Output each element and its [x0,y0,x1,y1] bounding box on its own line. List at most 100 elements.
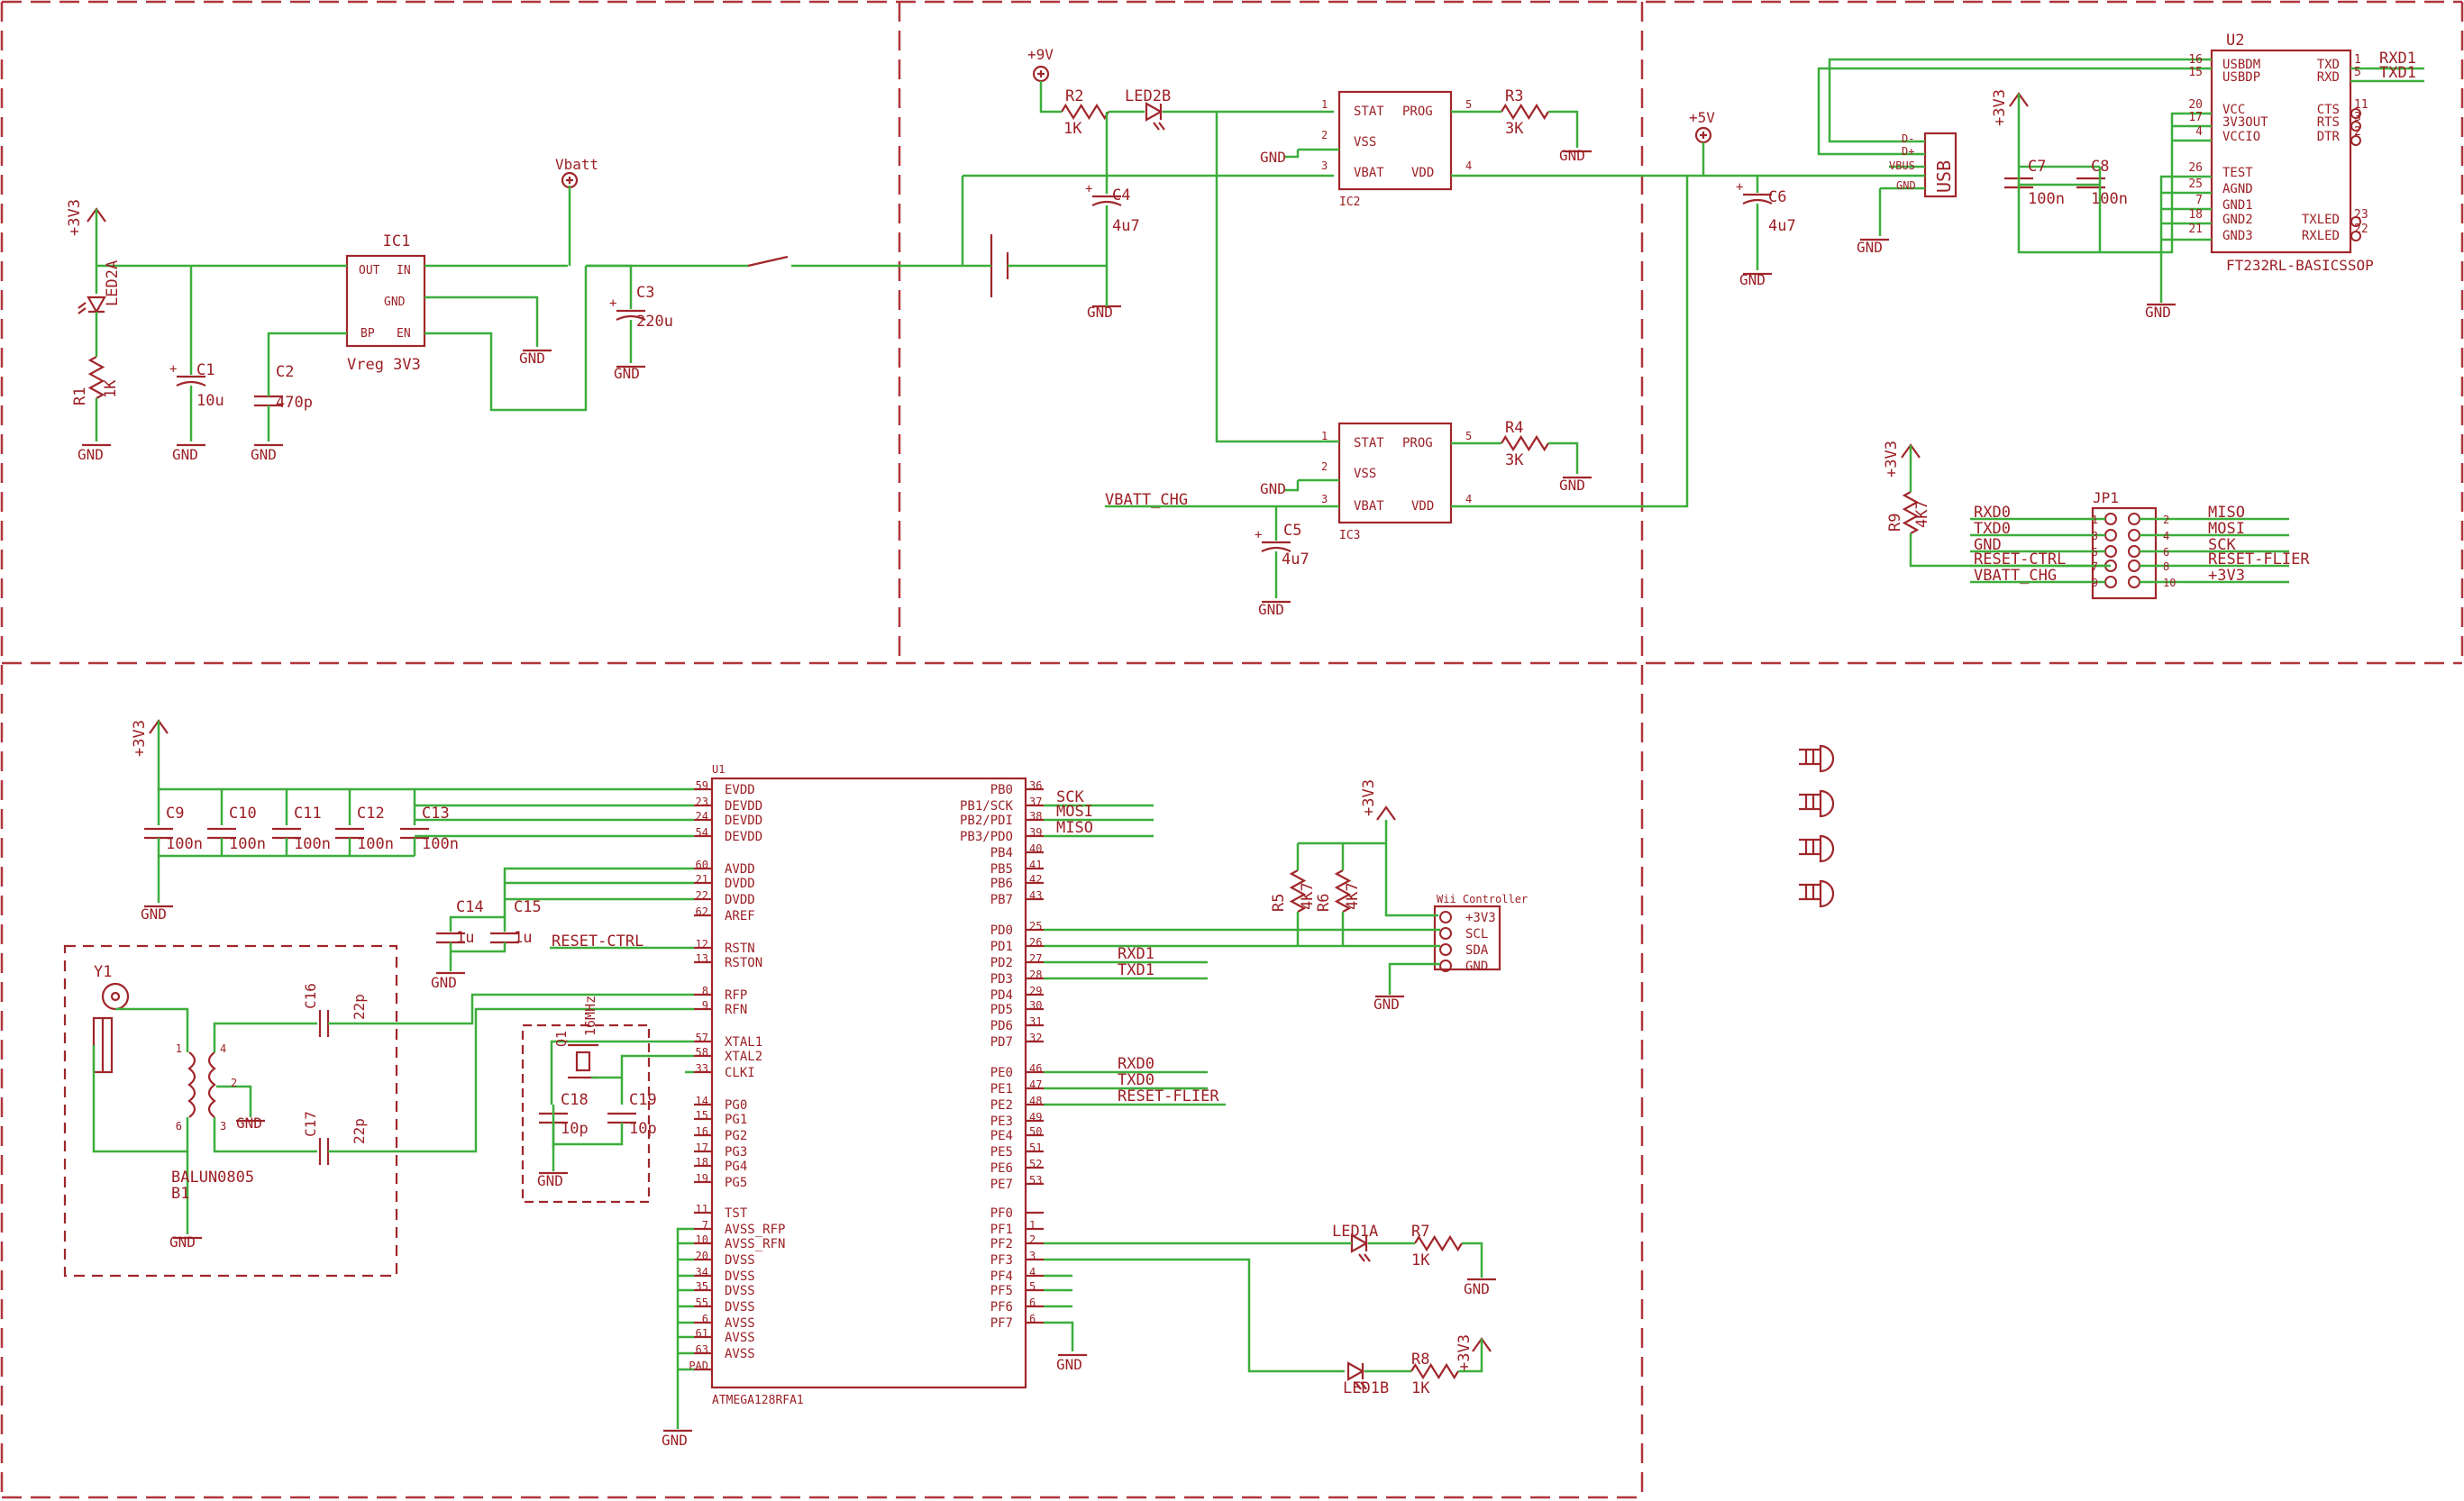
label-jp_p1: 1 [2092,514,2098,526]
wire [1284,150,1300,159]
label-r_pe7: PE7 [990,1178,1013,1192]
label-u2_p4: 4 [2195,125,2203,139]
wire [676,1227,694,1429]
label-g_r4: GND [1559,477,1585,494]
label-l_avss3: AVSS [725,1347,755,1361]
label-b_p1: 1 [176,1042,182,1055]
label-m_6b: 6 [1029,1296,1036,1309]
wire [1388,962,1440,995]
label-wii_3v3: +3V3 [1465,911,1496,925]
wire [424,266,588,412]
label-ic3_p3: 3 [1321,493,1328,505]
label-usb_dm: D- [1902,132,1914,145]
label-m_38: 38 [1029,810,1042,823]
label-u2_val: FT232RL-BASICSSOP [2226,257,2374,274]
label-u2_p23: 23 [2354,208,2368,222]
label-p3v3_r9: +3V3 [1883,441,1901,478]
polarity-mark: + [1085,182,1092,196]
label-m_53: 53 [1029,1174,1042,1187]
label-jp_l2: TXD0 [1974,520,2011,538]
label-g_c2: GND [251,446,277,463]
label-m_36: 36 [1029,779,1042,792]
label-l_avssrfp: AVSS_RFP [725,1223,785,1237]
label-balun: BALUN0805 [171,1169,254,1187]
supply-plus [566,177,573,184]
label-ic1_bp: BP [360,327,375,341]
label-u2_dtr: DTR [2317,130,2341,144]
wire [1044,1258,1345,1373]
label-ic1_in: IN [397,264,411,277]
label-vbatt: Vbatt [555,156,598,173]
label-wii: Wii Controller [1437,893,1528,905]
label-m_52: 52 [1029,1158,1042,1170]
wii-pin [1439,911,1452,923]
polarity-mark: + [169,362,177,377]
label-m_26: 26 [1029,936,1042,949]
no-connect-pin [2350,108,2361,119]
label-rxd0_u1: RXD0 [1118,1055,1154,1073]
label-ic3_p1: 1 [1321,430,1328,442]
usb-label: USB [1933,160,1955,193]
resistor [1334,869,1352,913]
label-r9: R9 [1886,514,1904,532]
label-g_u1: GND [662,1432,688,1449]
label-r_pf1: PF1 [990,1223,1013,1237]
label-u2_txled: TXLED [2302,213,2340,227]
label-l_rston: RSTON [725,956,762,970]
label-c3: C3 [636,284,654,302]
label-l_pg5: PG5 [725,1176,747,1190]
label-r_pb6: PB6 [990,877,1013,891]
label-n_35: 35 [696,1280,708,1293]
balun-shield [92,1016,114,1074]
label-r_pe1: PE1 [990,1082,1013,1096]
label-ic2: IC2 [1339,196,1360,209]
label-c13: C13 [422,805,450,823]
wire [1298,820,1388,845]
capacitor [616,309,646,321]
label-txd1_u2: TXD1 [2379,64,2416,82]
label-m_47: 47 [1029,1078,1042,1091]
label-c10: C10 [229,805,257,823]
label-c14v: 1u [456,929,474,947]
label-r8: R8 [1411,1351,1429,1369]
label-r_pb1: PB1/SCK [960,799,1014,814]
balun-coil-left [187,1051,196,1118]
label-m_42: 42 [1029,873,1042,886]
label-sck: SCK [1056,788,1084,806]
battery [990,234,1009,297]
label-u2_p3: 3 [2354,111,2361,124]
u2-body [2210,49,2352,254]
label-u2_txd: TXD [2317,58,2340,72]
capacitor [318,1138,330,1165]
header-pin [2104,513,2117,525]
polarity-mark: + [1736,180,1743,195]
label-u2_p1: 1 [2354,53,2361,67]
label-u2_3v3out: 3V3OUT [2222,115,2268,130]
label-p3v3_u2: +3V3 [1991,89,2009,126]
label-u2_rxd: RXD [2317,70,2340,85]
label-r1v: 1K [102,379,120,398]
label-c12: C12 [357,805,385,823]
label-c8v: 100n [2091,190,2128,208]
label-g_usb: GND [1857,239,1883,256]
label-r_pf3: PF3 [990,1253,1013,1268]
header-pin [2128,529,2140,541]
label-r_pb7: PB7 [990,893,1013,907]
label-r3v: 3K [1505,120,1524,138]
rf-dashed-box [63,944,398,1278]
label-l_pg2: PG2 [725,1129,747,1143]
mount-screw [1799,838,1821,856]
label-rxd1_u2: RXD1 [2379,50,2416,68]
usb-connector [1923,132,1958,198]
label-l_devdd1: DEVDD [725,799,762,814]
label-c6v: 4u7 [1768,217,1796,235]
resistor [1902,491,1920,534]
label-r_pe5: PE5 [990,1145,1013,1160]
label-l_devdd2: DEVDD [725,814,762,828]
label-ic3_vss: VSS [1354,467,1376,481]
wire [550,1040,694,1105]
label-u2_p2: 2 [2354,125,2361,139]
wire [2017,94,2212,254]
header-pin [2104,576,2117,588]
label-n_12: 12 [696,938,708,951]
